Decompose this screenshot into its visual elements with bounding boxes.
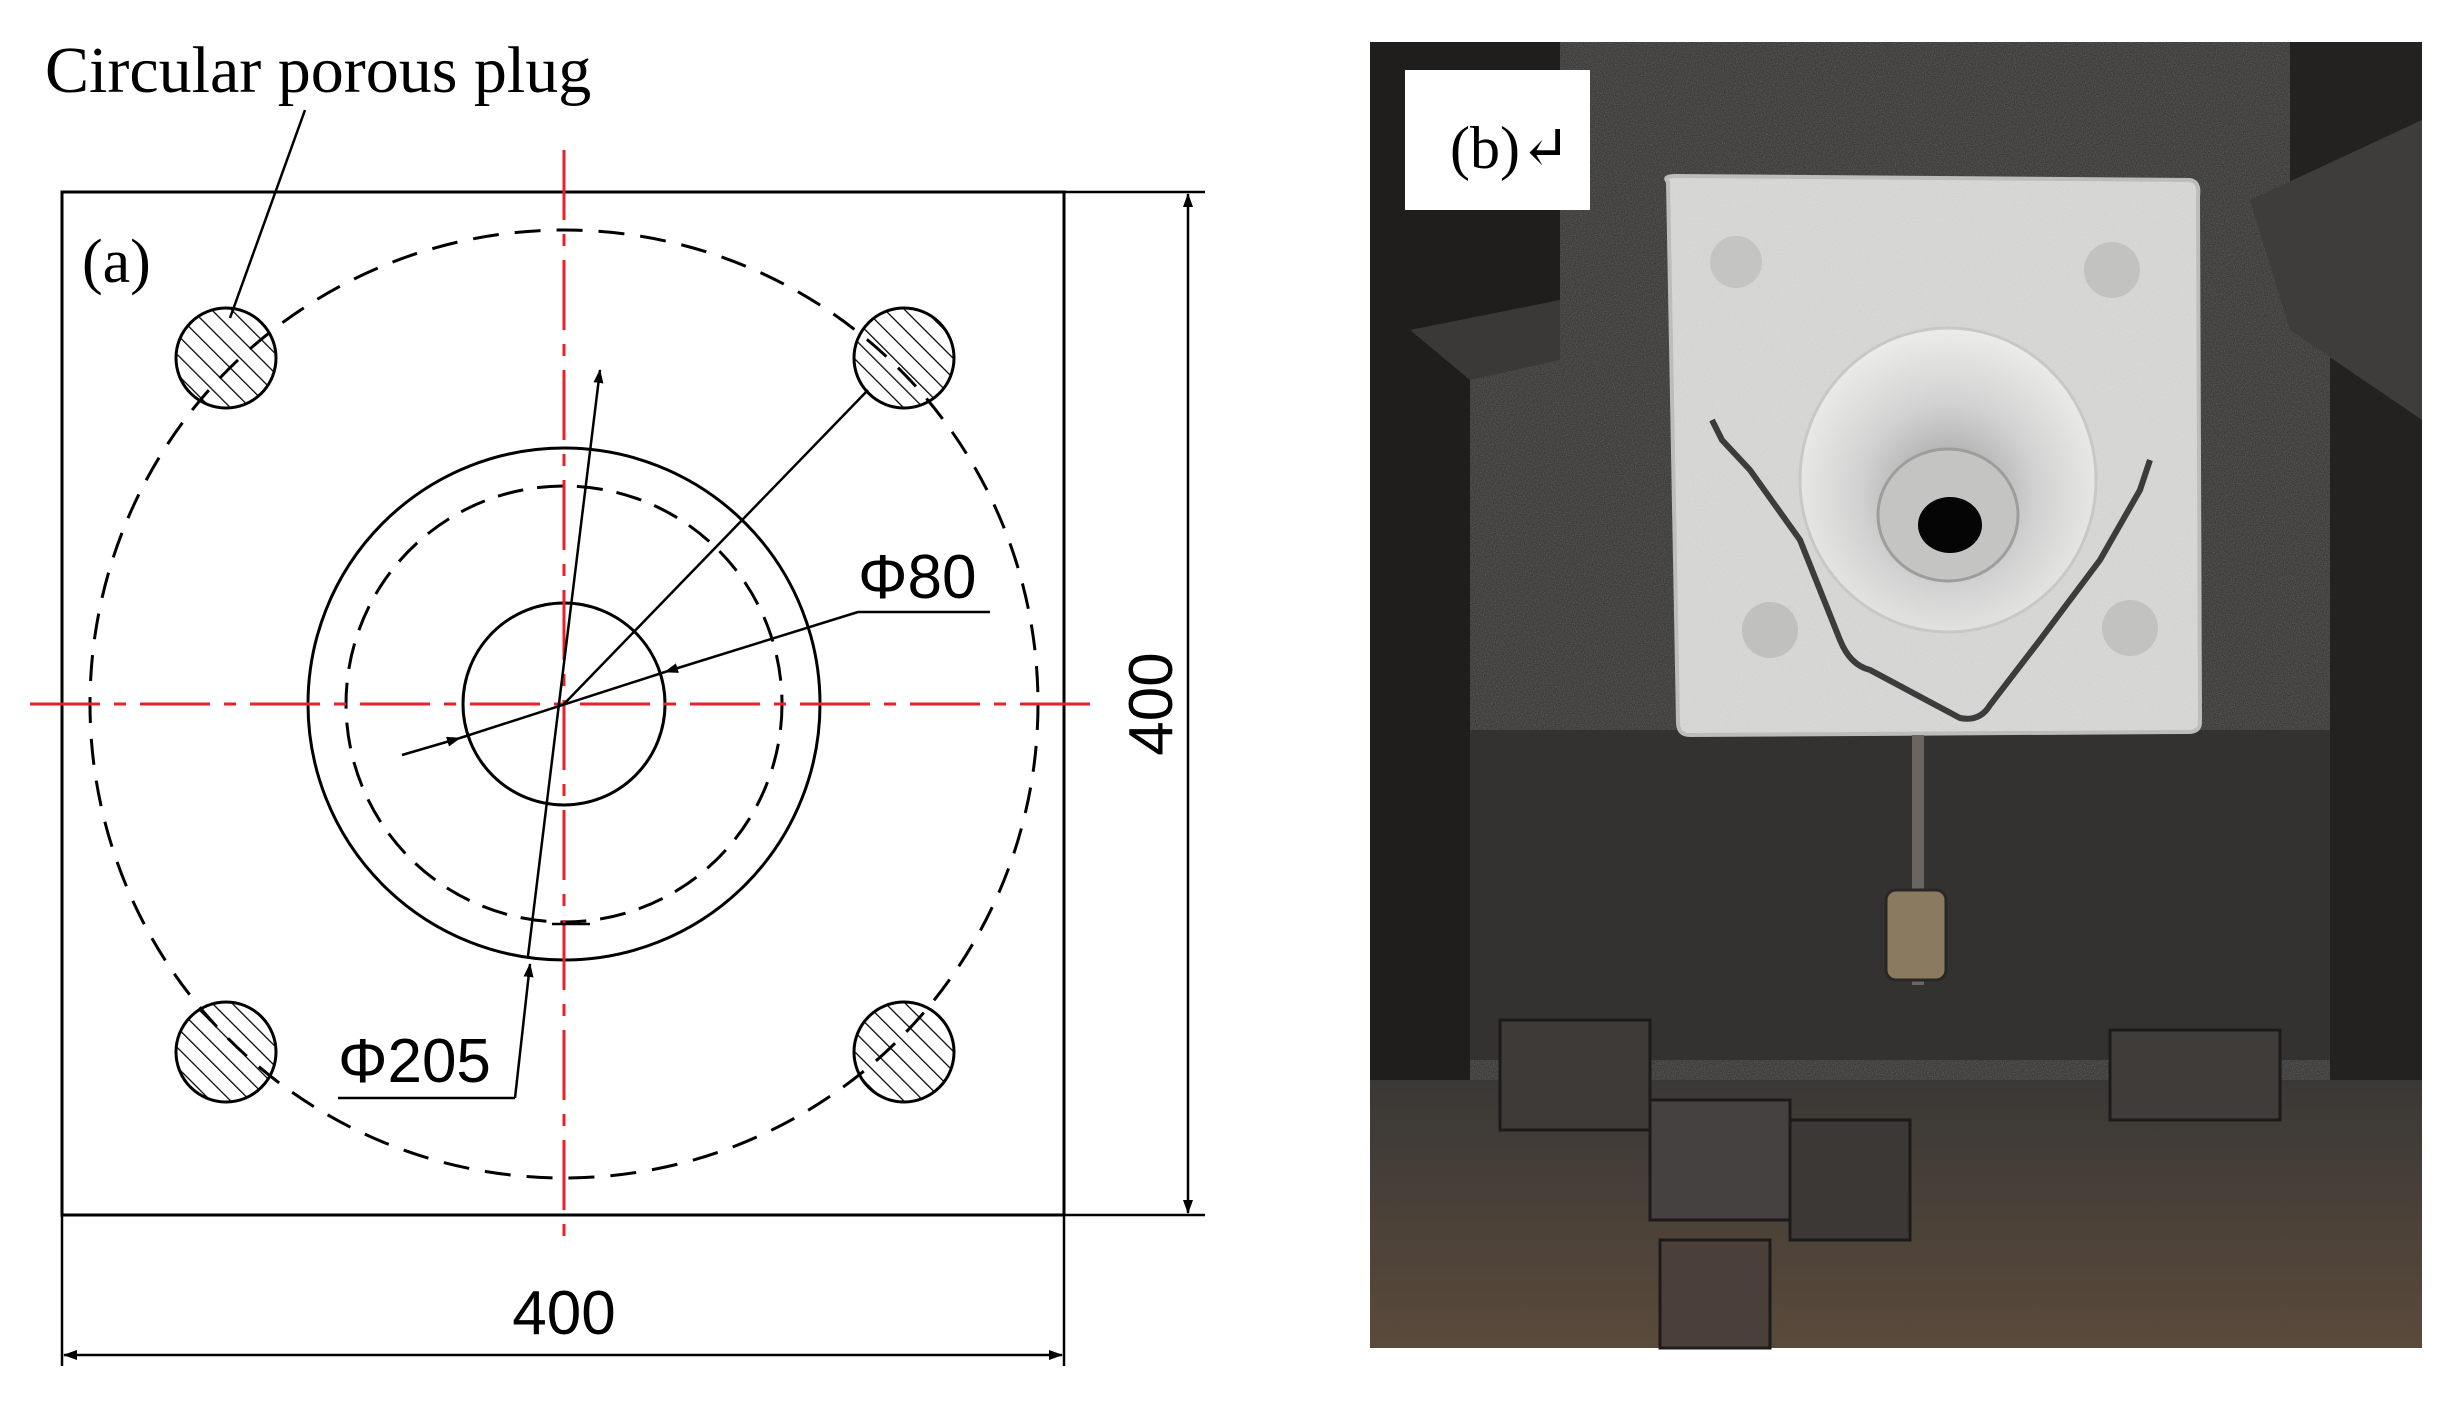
photo-plug-spot-tl bbox=[1710, 236, 1762, 288]
panel-a-label: (a) bbox=[82, 228, 151, 296]
panel-a-drawing: Circular porous plug (a) Φ80 bbox=[30, 34, 1205, 1366]
dim-phi80-line-2 bbox=[664, 610, 859, 674]
gas-wire bbox=[1709, 418, 2153, 722]
porous-plug-callout-label: Circular porous plug bbox=[45, 34, 591, 107]
brick-step-3 bbox=[1788, 1118, 1912, 1242]
panel-b-photo: (b)↵ bbox=[1370, 42, 2422, 1350]
brick-step-1 bbox=[1498, 1018, 1652, 1132]
porous-plug-bottom-left bbox=[174, 1000, 278, 1104]
porous-plug-leader-line bbox=[228, 109, 307, 319]
porous-plug-bottom-right bbox=[852, 1000, 956, 1104]
pit-left-ledge bbox=[1410, 300, 1560, 380]
dim-phi80-label: Φ80 bbox=[858, 543, 976, 612]
panel-b-label: (b)↵ bbox=[1450, 115, 1570, 181]
photo-plug-spot-br bbox=[2102, 600, 2158, 656]
height-dim-label: 400 bbox=[1117, 652, 1186, 755]
gas-pipe-valve bbox=[1884, 888, 1948, 982]
panel-b-label-box bbox=[1405, 70, 1590, 210]
width-dim-label: 400 bbox=[512, 1279, 615, 1348]
dim-phi80-through bbox=[459, 670, 666, 740]
photo-plug-spot-tr bbox=[2084, 242, 2140, 298]
brick-step-2 bbox=[1648, 1098, 1792, 1222]
brick-step-4 bbox=[2108, 1028, 2282, 1122]
dim-phi80-line bbox=[401, 736, 461, 757]
dim-phi205-label: Φ205 bbox=[338, 1027, 491, 1096]
pit-right-ledge bbox=[2250, 120, 2422, 420]
porous-plug-top-right bbox=[852, 306, 956, 410]
plug-position-leader bbox=[563, 389, 869, 705]
photo-plug-spot-bl bbox=[1742, 602, 1798, 658]
porous-plug-top-left bbox=[174, 306, 278, 410]
nozzle-hole bbox=[1918, 497, 1982, 553]
brick-step-5 bbox=[1658, 1238, 1772, 1350]
dim-phi205-lower bbox=[513, 963, 534, 1099]
dim-phi205-line bbox=[526, 369, 604, 957]
